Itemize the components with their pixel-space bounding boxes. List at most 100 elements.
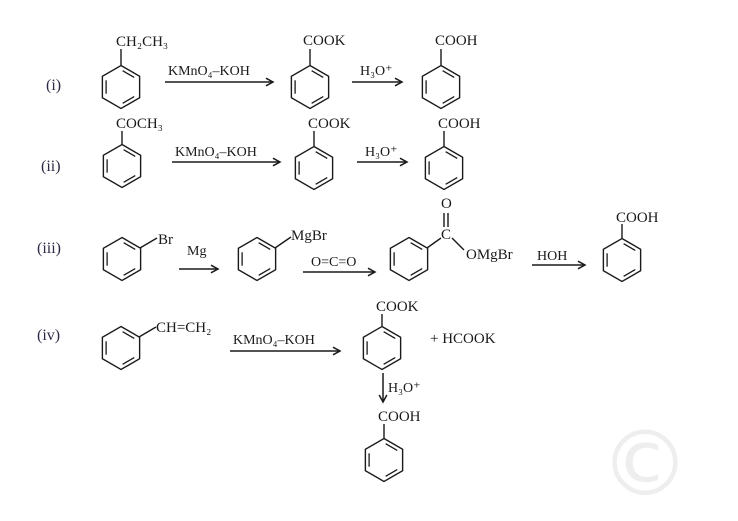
- arrows: [165, 77, 587, 404]
- ring-double-bond: [311, 95, 324, 104]
- substituent-cooh: COOH: [435, 33, 478, 49]
- reagent-h3o: H₃O⁺: [365, 145, 398, 160]
- ring-outline: [102, 236, 142, 282]
- ring-double-bond: [258, 242, 271, 251]
- carbonyl-oxygen: O: [441, 196, 452, 212]
- benzene-ring: [364, 437, 404, 483]
- reaction-arrow: [230, 346, 342, 356]
- bond: [274, 236, 292, 249]
- ring-double-bond: [383, 331, 396, 340]
- bond: [451, 237, 465, 251]
- reagent-h3o: H₃O⁺: [360, 64, 393, 79]
- ring-double-bond: [311, 70, 324, 79]
- ring-outline: [602, 237, 642, 283]
- arrowhead-icon: [378, 394, 388, 404]
- ring-outline: [101, 64, 141, 110]
- ring-outline: [101, 325, 141, 371]
- ring-double-bond: [623, 268, 636, 277]
- ring-double-bond: [623, 243, 636, 252]
- ring-double-bond: [315, 176, 328, 185]
- reaction-arrow: [357, 157, 409, 167]
- byproduct-hcook: + HCOOK: [430, 331, 496, 347]
- watermark: ©: [600, 412, 690, 517]
- benzene-rings: [101, 64, 642, 483]
- ring-double-bond: [122, 95, 135, 104]
- benzene-ring: [237, 236, 277, 282]
- benzene-ring: [102, 236, 142, 282]
- substituent-br: Br: [158, 232, 173, 248]
- ring-outline: [421, 64, 461, 110]
- benzene-ring: [424, 145, 464, 191]
- reagent-hoh: HOH: [537, 249, 567, 264]
- reaction-label-i: (i): [46, 77, 61, 94]
- reaction-arrow: [303, 267, 377, 277]
- ring-double-bond: [122, 356, 135, 365]
- benzene-ring: [294, 145, 334, 191]
- ring-double-bond: [442, 70, 455, 79]
- reagent-co2: O=C=O: [311, 255, 356, 270]
- ring-double-bond: [122, 70, 135, 79]
- bond: [139, 237, 158, 249]
- reaction-label-ii: (ii): [41, 158, 61, 175]
- substituent-cooh: COOH: [616, 210, 659, 226]
- reagent-mg: Mg: [187, 244, 206, 259]
- ring-outline: [389, 236, 429, 282]
- bond: [426, 237, 442, 249]
- benzene-ring: [102, 143, 142, 189]
- reaction-arrow: [378, 373, 388, 404]
- ring-double-bond: [258, 267, 271, 276]
- reaction-arrow: [165, 77, 275, 87]
- benzene-ring: [101, 325, 141, 371]
- ring-double-bond: [410, 242, 423, 251]
- benzene-ring: [602, 237, 642, 283]
- ring-outline: [364, 437, 404, 483]
- reaction-arrow: [532, 260, 587, 270]
- ring-double-bond: [385, 443, 398, 452]
- arrowhead-icon: [367, 267, 377, 277]
- reagent-kmno4-koh: KMnO₄–KOH: [233, 333, 315, 348]
- arrowhead-icon: [399, 157, 409, 167]
- ring-double-bond: [445, 151, 458, 160]
- ring-outline: [424, 145, 464, 191]
- substituent-ethyl: CH₂CH₃: [116, 34, 168, 50]
- benzene-ring: [389, 236, 429, 282]
- reagent-h3o: H₃O⁺: [388, 381, 421, 396]
- substituent-cooh: COOH: [438, 116, 481, 132]
- ring-double-bond: [445, 176, 458, 185]
- benzene-ring: [101, 64, 141, 110]
- carbonyl-carbon: C: [441, 227, 451, 243]
- ring-double-bond: [123, 174, 136, 183]
- ring-double-bond: [123, 242, 136, 251]
- ring-double-bond: [123, 267, 136, 276]
- ring-outline: [294, 145, 334, 191]
- ring-outline: [290, 64, 330, 110]
- substituent-mgbr: MgBr: [291, 228, 327, 244]
- benzene-ring: [362, 325, 402, 371]
- reaction-label-iii: (iii): [37, 240, 61, 257]
- bond: [138, 326, 157, 338]
- substituent-omgbr: OMgBr: [466, 247, 513, 263]
- arrowhead-icon: [332, 346, 342, 356]
- benzene-ring: [290, 64, 330, 110]
- arrowhead-icon: [577, 260, 587, 270]
- arrowhead-icon: [265, 77, 275, 87]
- benzene-ring: [421, 64, 461, 110]
- reagent-kmno4-koh: KMnO₄–KOH: [175, 145, 257, 160]
- substituent-vinyl: CH=CH₂: [156, 320, 211, 336]
- ring-double-bond: [385, 468, 398, 477]
- reagent-kmno4-koh: KMnO₄–KOH: [168, 64, 250, 79]
- reaction-arrow: [172, 157, 282, 167]
- arrowhead-icon: [394, 77, 404, 87]
- reaction-arrow: [352, 77, 404, 87]
- ring-double-bond: [410, 267, 423, 276]
- substituent-acetyl: COCH₃: [116, 116, 163, 132]
- ring-double-bond: [315, 151, 328, 160]
- ring-outline: [102, 143, 142, 189]
- ring-outline: [237, 236, 277, 282]
- arrowhead-icon: [272, 157, 282, 167]
- arrowhead-icon: [210, 264, 220, 274]
- ring-double-bond: [383, 356, 396, 365]
- reaction-arrow: [179, 264, 220, 274]
